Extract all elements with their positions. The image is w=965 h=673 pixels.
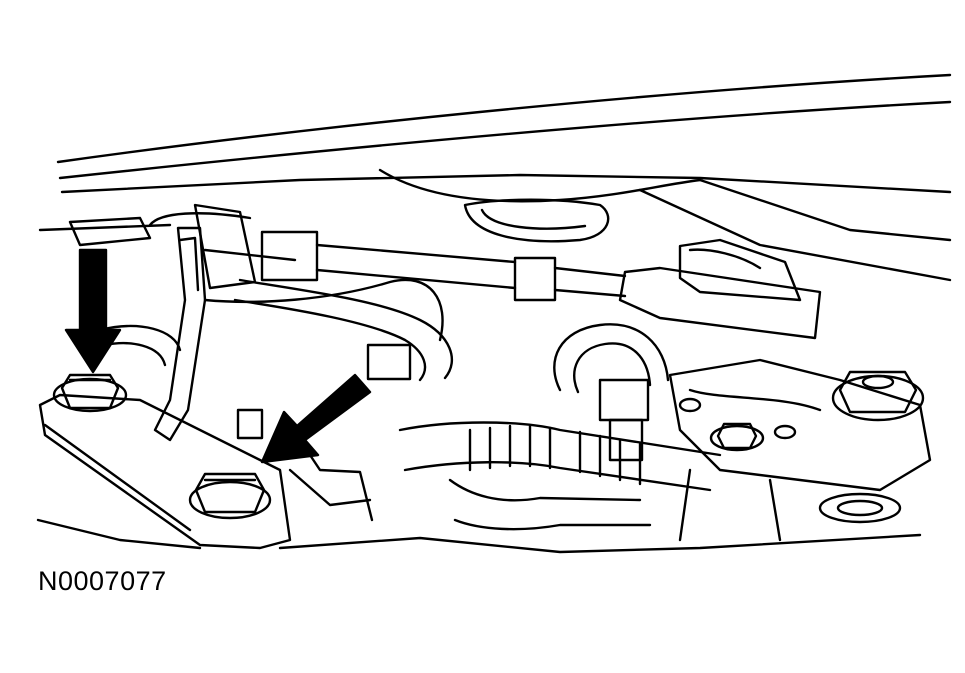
bolt-upper-right xyxy=(831,370,925,422)
bolt-right xyxy=(188,472,272,520)
bolt-lower-right xyxy=(818,492,902,524)
lower-linkage xyxy=(668,358,932,542)
body-panel-lines xyxy=(36,73,952,554)
connectors xyxy=(236,343,650,462)
bolt-middle-right xyxy=(709,422,765,452)
shift-bracket xyxy=(153,226,444,442)
callout-arrows xyxy=(64,248,372,464)
arrow-down-icon xyxy=(64,248,122,374)
engine-structure xyxy=(98,324,374,522)
figure-id-label: N0007077 xyxy=(38,566,167,596)
wiring-harness xyxy=(233,278,722,531)
bolt-left xyxy=(52,373,128,413)
mounting-plate xyxy=(38,393,292,550)
arrow-diagonal-icon xyxy=(260,373,372,464)
